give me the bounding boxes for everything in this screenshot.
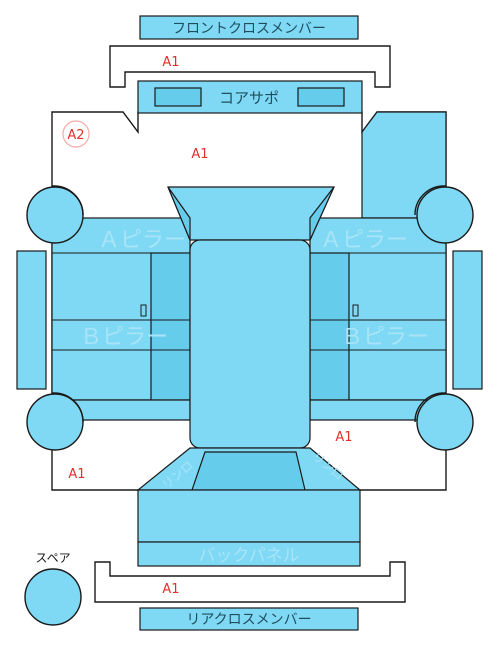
- damage-mark-front-floor: A1: [191, 147, 208, 162]
- b-pillar-right-label: Ｂピラー: [341, 325, 429, 350]
- damage-mark-rear-right: A1: [335, 430, 352, 445]
- front-bracket: [109, 45, 391, 88]
- rear-right-arch: [414, 392, 447, 423]
- windshield-left-edge: [167, 186, 191, 241]
- rear-bumper-area: [137, 489, 361, 543]
- rear-left-arch: [51, 392, 84, 423]
- back-panel: [137, 541, 361, 567]
- spare-tire: [24, 568, 82, 626]
- right-side-skirt: [452, 250, 483, 390]
- spare-label: スペア: [35, 551, 70, 565]
- front-right-wheel: [416, 186, 474, 244]
- rear-cross-member: [139, 607, 359, 631]
- rear-cross-member-label: リアクロスメンバー: [186, 612, 311, 628]
- front-right-inner-panel: [361, 111, 447, 219]
- core-support-label: コアサポ: [219, 89, 279, 107]
- a-pillar-right-label: Ａピラー: [320, 228, 408, 253]
- front-windshield: [167, 186, 335, 241]
- damage-mark-a2-circle: [62, 120, 90, 148]
- damage-mark-rear-cross: A1: [162, 582, 179, 597]
- front-cross-member-label: フロントクロスメンバー: [172, 21, 326, 37]
- front-right-arch: [414, 185, 447, 216]
- core-support-left-slot: [154, 87, 202, 107]
- a-pillar-left-label: Ａピラー: [98, 228, 186, 253]
- front-cross-member: [139, 15, 359, 40]
- right-door-handle-front: [352, 304, 359, 317]
- damage-mark-front-left: A2: [67, 128, 84, 143]
- b-pillar-left-label: Ｂピラー: [80, 325, 168, 350]
- rear-bracket-label-bg: [150, 579, 190, 597]
- damage-mark-front-cross: A1: [162, 55, 179, 70]
- roof-panel: [189, 239, 311, 449]
- rear-bracket: [94, 561, 406, 603]
- front-bracket-label-bg: [150, 52, 190, 70]
- core-support-right-slot: [297, 87, 345, 107]
- damage-mark-rear-left: A1: [68, 467, 85, 482]
- back-panel-label: バックパネル: [198, 546, 299, 566]
- rear-trunk-inner: [191, 451, 306, 491]
- windshield-right-edge: [309, 186, 335, 241]
- left-side-skirt: [16, 250, 47, 390]
- rear-right-wheel: [416, 393, 474, 451]
- front-left-arch: [51, 185, 84, 216]
- left-door-handle-front: [140, 304, 147, 317]
